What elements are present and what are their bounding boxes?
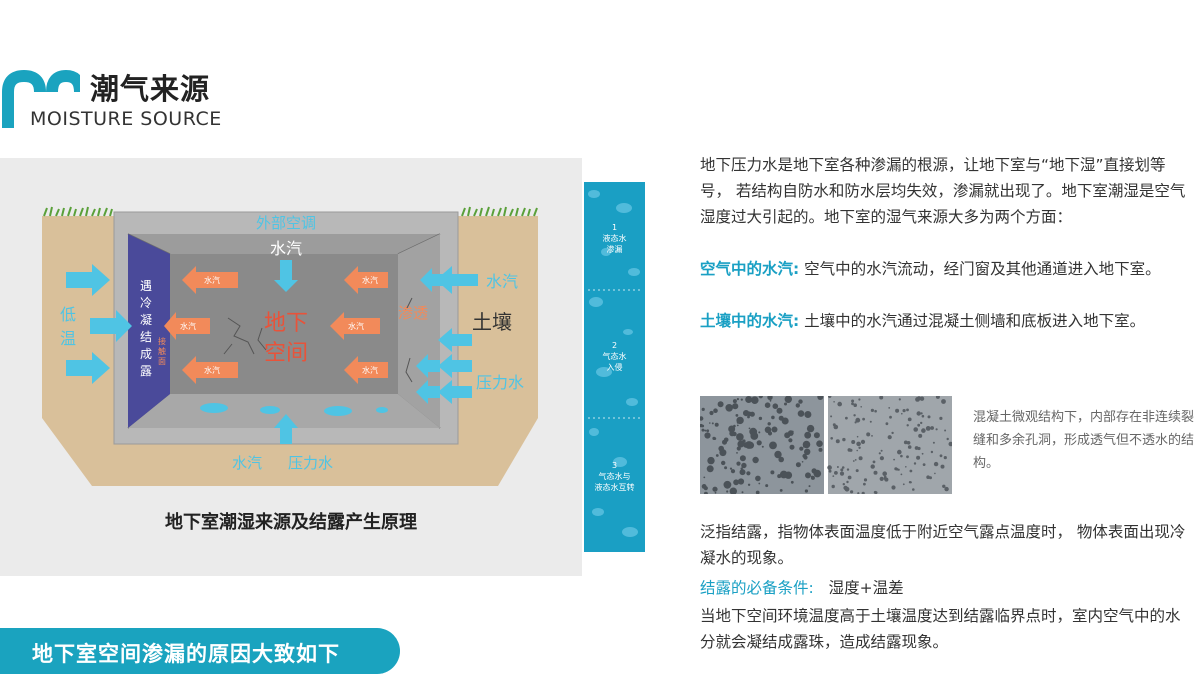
warm-arrow-label-5: 水汽 xyxy=(348,321,364,331)
water-droplets-pattern xyxy=(588,190,641,537)
conditions-label: 结露的必备条件: xyxy=(700,579,814,597)
condensation-definition: 泛指结露，指物体表面温度低于附近空气露点温度时， 物体表面出现冷凝水的现象。 xyxy=(700,523,1186,567)
svg-text:接触面: 接触面 xyxy=(158,336,166,366)
condensation-explanation: 当地下空间环境温度高于土壤温度达到结露临界点时，室内空气中的水分就会凝结成露珠，… xyxy=(700,607,1181,651)
section-title: 潮气来源 xyxy=(90,72,211,106)
section-subtitle: MOISTURE SOURCE xyxy=(30,108,222,130)
top-vapor-label: 水汽 xyxy=(270,239,302,258)
soil-label: 土壤 xyxy=(472,310,512,334)
warm-arrow-label-4: 水汽 xyxy=(362,275,378,285)
warm-arrow-label-1: 水汽 xyxy=(204,275,220,285)
right-vapor-label: 水汽 xyxy=(486,272,518,291)
warm-arrows-left xyxy=(164,266,238,384)
warm-arrow-label-2: 水汽 xyxy=(180,321,196,331)
soil-vapor-paragraph: 土壤中的水汽: 土壤中的水汽通过混凝土侧墙和底板进入地下室。 xyxy=(700,308,1195,334)
center-label-line1: 地下 xyxy=(264,311,308,336)
svg-text:遇冷凝结成露: 遇冷凝结成露 xyxy=(140,279,152,378)
right-pressure-label: 压力水 xyxy=(476,373,524,392)
low-temp-label: 低温 xyxy=(60,305,76,348)
air-vapor-paragraph: 空气中的水汽: 空气中的水汽流动，经门窗及其他通道进入地下室。 xyxy=(700,256,1195,282)
concrete-microstructure-photo xyxy=(700,396,952,494)
photo-caption: 混凝土微观结构下，内部存在非连续裂缝和多余孔洞，形成透气但不透水的结构。 xyxy=(973,410,1195,471)
soil-vapor-text: 土壤中的水汽通过混凝土侧墙和底板进入地下室。 xyxy=(804,312,1146,330)
diagram-caption: 地下室潮湿来源及结露产生原理 xyxy=(165,512,417,533)
bottom-vapor-label: 水汽 xyxy=(232,454,262,472)
causes-banner xyxy=(0,628,400,674)
conditions-value: 湿度+温差 xyxy=(828,579,904,597)
air-vapor-label: 空气中的水汽: xyxy=(700,260,800,278)
warm-arrows-right xyxy=(330,266,388,384)
outer-wall-label: 外部空调 xyxy=(256,214,316,232)
causes-banner-text: 地下室空间渗漏的原因大致如下 xyxy=(32,642,340,666)
intro-paragraph: 地下压力水是地下室各种渗漏的根源，让地下室与“地下湿”直接划等号， 若结构自防水… xyxy=(700,156,1186,226)
cold-wall xyxy=(128,234,170,428)
bottom-pressure-label: 压力水 xyxy=(288,454,333,472)
basement-diagram: 外部空调 水汽 地下 空间 水汽 水汽 水汽 水汽 水汽 水汽 渗透 遇冷凝结成… xyxy=(42,206,538,486)
warm-arrow-label-3: 水汽 xyxy=(204,365,220,375)
inner-seep-label: 渗透 xyxy=(398,304,428,322)
section-number-graphic xyxy=(2,69,80,128)
grass xyxy=(43,206,538,217)
condensation-conditions: 结露的必备条件: 湿度+温差 xyxy=(700,575,1195,601)
warm-arrow-label-6: 水汽 xyxy=(362,365,378,375)
soil-vapor-label: 土壤中的水汽: xyxy=(700,312,800,330)
air-vapor-text: 空气中的水汽流动，经门窗及其他通道进入地下室。 xyxy=(804,260,1161,278)
vapor-arrows-left xyxy=(66,264,132,384)
vapor-arrows-right xyxy=(416,266,478,404)
contact-surface-text: 接触面 xyxy=(158,336,166,366)
top-vapor-arrow xyxy=(274,260,298,292)
bottom-vapor-arrow xyxy=(274,414,298,444)
condense-text: 遇冷凝结成露 xyxy=(140,279,152,378)
center-label-line2: 空间 xyxy=(264,341,308,366)
